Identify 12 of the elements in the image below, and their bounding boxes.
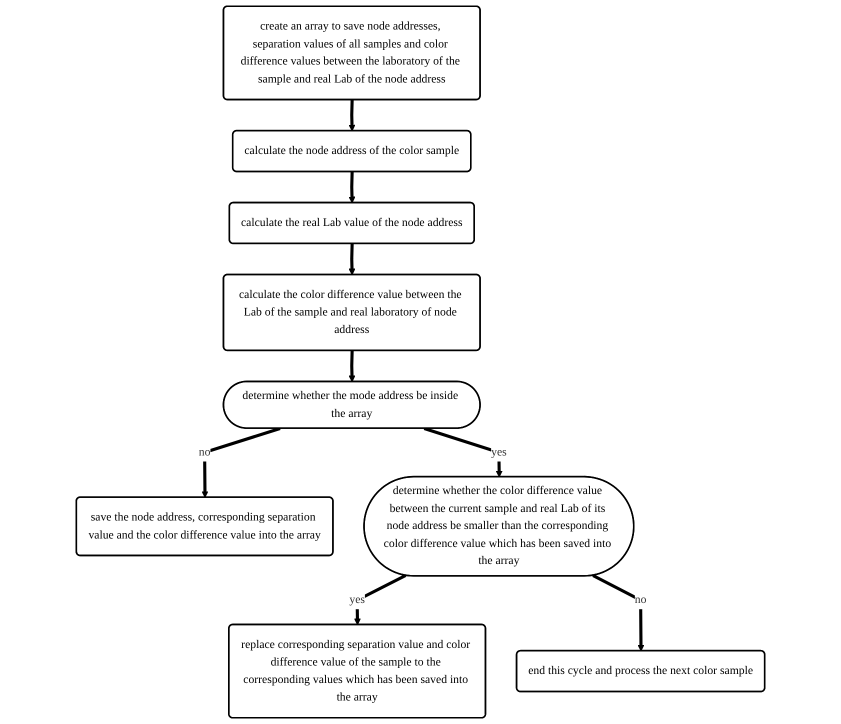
- edge-label: no: [634, 594, 646, 606]
- arrow: [348, 100, 356, 132]
- arrow: [592, 574, 644, 652]
- arrow: [354, 574, 406, 626]
- arrow: [202, 427, 281, 498]
- edge-label: no: [198, 446, 210, 458]
- arrow: [348, 172, 356, 204]
- arrow: [348, 244, 356, 276]
- edge-label: yes: [349, 594, 365, 606]
- arrow: [424, 427, 503, 478]
- arrow: [348, 350, 356, 382]
- edge-label: yes: [491, 446, 507, 458]
